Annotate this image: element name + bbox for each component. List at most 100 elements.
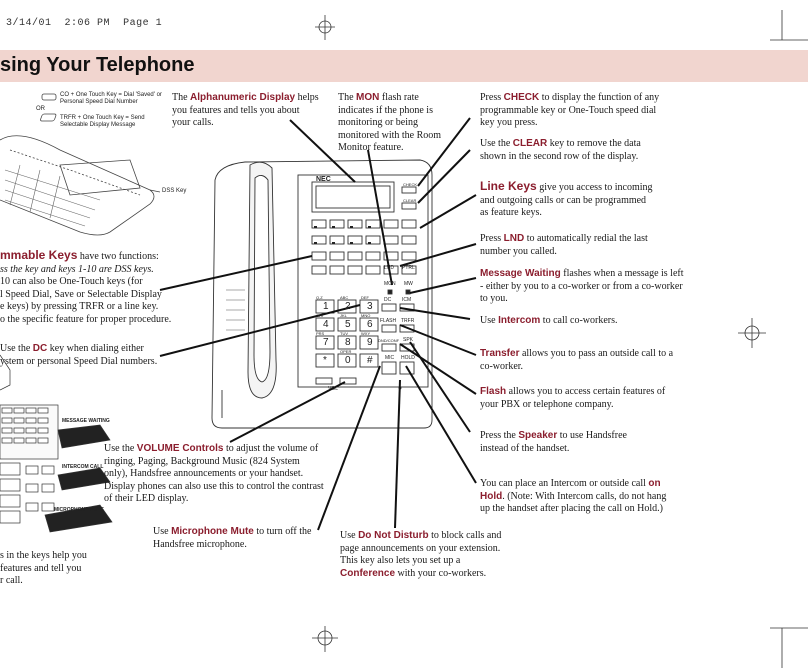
phone-label-clear: CLEAR <box>403 198 417 203</box>
volume-line-0: ringing, Paging, Background Music (824 S… <box>104 455 300 467</box>
phone-label-icm: ICM <box>402 297 412 303</box>
transfer-line-0: co-worker. <box>480 360 524 372</box>
check-line-1: key you press. <box>480 117 538 128</box>
page-title: sing Your Telephone <box>0 54 195 76</box>
callout-clear: Use the CLEAR key to remove the data sho… <box>480 138 710 163</box>
callout-microphone-mute: Use Microphone Mute to turn off the Hand… <box>153 526 328 551</box>
bottom-left-2: r call. <box>0 575 23 586</box>
mic-line-0: Handsfree microphone. <box>153 538 247 550</box>
transfer-post: allows you to pass an outside call to a <box>519 348 674 359</box>
dial-letters-7: PRS <box>316 331 325 336</box>
title-band <box>0 50 808 82</box>
callout-intercom: Use Intercom to call co-workers. <box>480 315 710 328</box>
dial-letters-5: JKL <box>340 313 347 318</box>
alpha-pre: The <box>172 92 191 103</box>
kw-check: CHECK <box>503 92 540 103</box>
clear-line-0: shown in the second row of the display. <box>480 150 639 162</box>
phone-label-mw: MW <box>404 281 413 287</box>
lnd-pre: Press <box>480 233 504 244</box>
callout-transfer: Transfer allows you to pass an outside c… <box>480 348 720 373</box>
phone-label-mic: MIC <box>385 355 395 361</box>
phone-label-ptrl: PTRL <box>402 265 415 271</box>
dial-letters-4: GHI <box>316 313 324 318</box>
phone-label-lnd: LND <box>384 265 395 271</box>
dnd-line-1: This key also lets you set up a <box>340 555 461 566</box>
dc-post: key when dialing either <box>47 343 144 354</box>
kw-message-waiting: Message Waiting <box>480 268 561 279</box>
mon-post: flash rate <box>379 92 419 103</box>
kw-clear: CLEAR <box>512 138 548 149</box>
kw-mon: MON <box>356 92 380 103</box>
dial-key-3: 3 <box>367 301 373 312</box>
dial-letters-8: TUV <box>340 331 348 336</box>
volume-post: to adjust the volume of <box>223 443 319 454</box>
kw-conference: Conference <box>340 567 396 579</box>
kw-programmable-keys: mmable Keys <box>0 248 78 262</box>
callout-do-not-disturb: Use Do Not Disturb to block calls and pa… <box>340 530 525 580</box>
callout-message-waiting: Message Waiting flashes when a message i… <box>480 268 710 306</box>
bottom-left-1: features and tell you <box>0 562 82 574</box>
icm-post: to call co-workers. <box>540 315 618 326</box>
dial-letters-1: Q,Z <box>316 295 323 300</box>
dnd-line-0: page announcements on your extension. <box>340 542 501 554</box>
phone-brand: NEC <box>316 176 331 183</box>
dnd-post2: with your co-workers. <box>395 567 487 579</box>
speaker-line-0: instead of the handset. <box>480 442 570 454</box>
line-line-1: as feature keys. <box>480 207 542 218</box>
kw-volume-controls: VOLUME Controls <box>136 443 224 454</box>
programmable-text-2: 10 can also be One-Touch keys (for <box>0 276 143 287</box>
clear-post: key to remove the data <box>547 138 641 149</box>
kw-transfer: Transfer <box>480 348 520 359</box>
programmable-text-1: ss the key and keys 1-10 are DSS keys. <box>0 263 154 275</box>
hold-line-0: up the handset after placing the call on… <box>480 503 663 514</box>
phone-label-dc: DC <box>384 297 392 303</box>
alpha-post: helps <box>295 92 319 103</box>
dial-key-7: 7 <box>323 337 329 348</box>
kw-microphone-mute: Microphone Mute <box>171 526 254 537</box>
callout-dc-key: Use the DC key when dialing either ystem… <box>0 343 170 368</box>
mini-label-microphone-mute: MICROPHONE MUTE <box>54 507 104 513</box>
volume-line-3: of their LED display. <box>104 493 189 504</box>
check-pre: Press <box>480 92 504 103</box>
hold-post: . (Note: With Intercom calls, do not han… <box>502 490 667 502</box>
check-post: to display the function of any <box>539 92 660 103</box>
speaker-pre: Press the <box>480 430 519 441</box>
dial-key-star: * <box>323 355 327 366</box>
dnd-post: to block calls and <box>428 530 502 541</box>
dial-letters-6: MNO <box>361 313 371 318</box>
phone-label-vol: VOL <box>328 386 339 392</box>
page-header: 3/14/01 2:06 PM Page 1 <box>6 18 162 29</box>
volume-line-2: Display phones can also use this to cont… <box>104 480 324 492</box>
kw-flash: Flash <box>480 386 507 397</box>
lnd-line-0: number you called. <box>480 245 557 257</box>
speaker-post: to use Handsfree <box>557 430 627 441</box>
legend-dss-key: DSS Key <box>162 188 187 194</box>
dial-key-6: 6 <box>367 319 373 330</box>
line-line-0: and outgoing calls or can be programmed <box>480 194 647 206</box>
icm-pre: Use <box>480 315 499 326</box>
programmable-text-3: l Speed Dial, Save or Selectable Display <box>0 288 162 300</box>
dial-key-2: 2 <box>345 301 351 312</box>
alpha-line-0: you features and tells you about <box>172 104 300 116</box>
dial-key-0: 0 <box>345 355 351 366</box>
clear-pre: Use the <box>480 138 513 149</box>
callout-volume-controls: Use the VOLUME Controls to adjust the vo… <box>104 443 344 506</box>
phone-label-dnd: DND/CONF <box>378 338 400 343</box>
bottom-left-0: s in the keys help you <box>0 550 87 561</box>
mon-pre: The <box>338 92 357 103</box>
dial-key-9: 9 <box>367 337 373 348</box>
programmable-text-5: o the specific feature for proper proced… <box>0 313 172 325</box>
callout-alphanumeric-display: The Alphanumeric Display helps you featu… <box>172 92 332 130</box>
kw-speaker: Speaker <box>518 430 558 441</box>
callout-lnd: Press LND to automatically redial the la… <box>480 233 710 258</box>
callout-bottom-left: s in the keys help you features and tell… <box>0 550 100 588</box>
legend-trfr-text: TRFR + One Touch Key = Send Selectable D… <box>60 115 145 128</box>
mini-keypad <box>0 354 113 533</box>
mon-line-2: monitored with the Room <box>338 129 442 141</box>
mw-line-1: to you. <box>480 293 508 304</box>
phone-label-trfr: TRFR <box>401 318 415 324</box>
callout-lines <box>159 117 477 531</box>
mini-phone-sketch <box>0 93 161 236</box>
phone-label-mon: MON <box>384 281 396 287</box>
kw-alphanumeric-display: Alphanumeric Display <box>190 92 296 103</box>
